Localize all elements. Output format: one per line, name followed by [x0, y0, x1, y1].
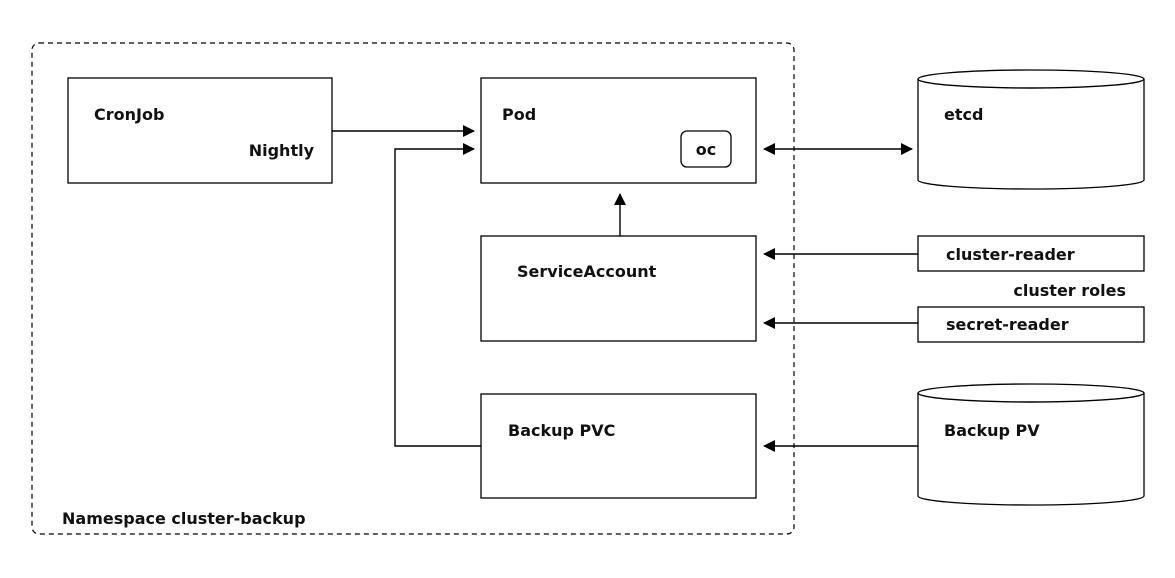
node-cronjob: CronJob Nightly [67, 77, 333, 184]
serviceaccount-label: ServiceAccount [517, 262, 657, 281]
namespace-label: Namespace cluster-backup [62, 509, 306, 528]
etcd-label: etcd [944, 105, 983, 124]
node-cluster-reader: cluster-reader [917, 235, 1145, 272]
cluster-reader-label: cluster-reader [946, 245, 1075, 264]
pod-container-box [680, 130, 732, 168]
edges [332, 125, 918, 452]
secret-reader-label: secret-reader [946, 315, 1069, 334]
backup-pvc-label: Backup PVC [508, 421, 615, 440]
node-pod: Pod oc [480, 77, 757, 184]
cluster-roles-label: cluster roles [1013, 281, 1126, 300]
backup-pv-label: Backup PV [944, 421, 1040, 440]
node-etcd: etcd [917, 69, 1145, 190]
namespace-boundary: Namespace cluster-backup [31, 42, 795, 535]
node-backup-pvc: Backup PVC [480, 393, 757, 499]
pod-label: Pod [502, 105, 536, 124]
cronjob-schedule: Nightly [249, 141, 315, 160]
backup-pv-cylinder [917, 383, 1145, 506]
node-backup-pv: Backup PV [917, 383, 1145, 506]
etcd-cylinder [917, 69, 1145, 190]
cronjob-label: CronJob [94, 105, 164, 124]
edge-backup-pvc-to-pod [394, 143, 481, 447]
node-secret-reader: secret-reader [917, 306, 1145, 343]
pod-container-label: oc [696, 140, 716, 159]
node-serviceaccount: ServiceAccount [480, 235, 757, 342]
